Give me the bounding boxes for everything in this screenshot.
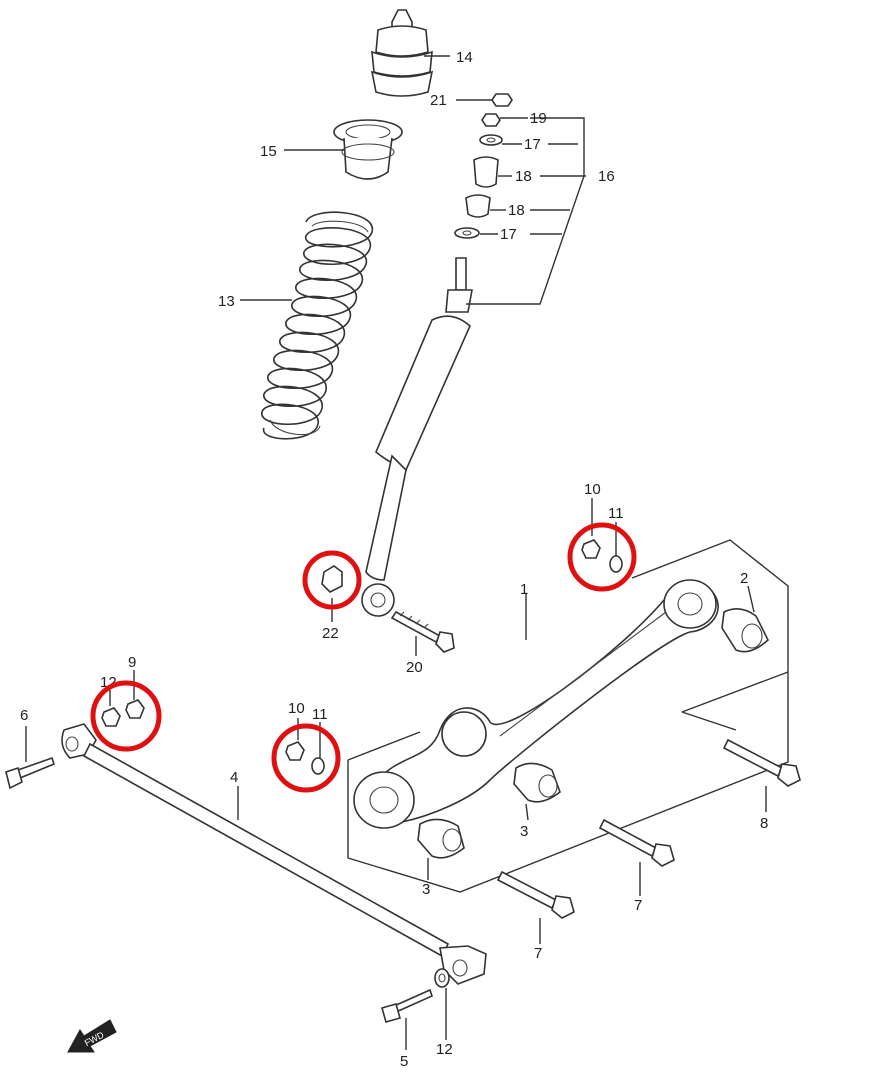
- callout-3-right: 3: [520, 823, 528, 840]
- highlight-circle-nut-22: [302, 550, 362, 610]
- callout-18-upper: 18: [515, 168, 532, 185]
- callout-11-left: 11: [312, 706, 328, 723]
- callout-6: 6: [20, 707, 28, 724]
- lateral-rod: [61, 723, 487, 985]
- highlighted-fasteners: [101, 539, 623, 775]
- bushings: [417, 608, 769, 859]
- callout-16: 16: [598, 168, 615, 185]
- callout-13: 13: [218, 293, 235, 310]
- callout-11-right: 11: [608, 505, 624, 522]
- callout-3-left: 3: [422, 881, 430, 898]
- spring-seat: [333, 119, 403, 180]
- callout-bracket-16: [466, 117, 586, 305]
- suspension-frame: [347, 539, 789, 893]
- callout-7-right: 7: [634, 897, 642, 914]
- shock-absorber: [361, 257, 473, 617]
- coil-spring: [261, 211, 373, 440]
- callout-4: 4: [230, 769, 238, 786]
- highlight-circle-nut-10-11-right: [567, 522, 637, 592]
- leader-lines: [25, 55, 767, 1050]
- callout-15: 15: [260, 143, 277, 160]
- upper-mount-parts: [454, 93, 513, 239]
- lateral-rod-fasteners: [5, 756, 450, 1023]
- callout-12-bottom: 12: [436, 1041, 453, 1058]
- callout-10-right: 10: [584, 481, 601, 498]
- highlight-circle-nut-10-11-left: [271, 723, 341, 793]
- callout-22: 22: [322, 625, 339, 642]
- callout-2: 2: [740, 570, 748, 587]
- callout-21: 21: [430, 92, 447, 109]
- callout-18-lower: 18: [508, 202, 525, 219]
- callout-5: 5: [400, 1053, 408, 1070]
- callout-1: 1: [520, 581, 528, 598]
- highlight-circle-nut-12-9: [90, 680, 162, 752]
- callout-9: 9: [128, 654, 136, 671]
- fwd-arrow-icon: FWD: [67, 1019, 117, 1053]
- callout-20: 20: [406, 659, 423, 676]
- callout-7-left: 7: [534, 945, 542, 962]
- callout-19: 19: [530, 110, 547, 127]
- callout-14: 14: [456, 49, 473, 66]
- callout-10-left: 10: [288, 700, 305, 717]
- callout-17-upper: 17: [524, 136, 541, 153]
- callout-8: 8: [760, 815, 768, 832]
- callout-17-lower: 17: [500, 226, 517, 243]
- control-arm: [353, 579, 719, 829]
- bump-stopper: [370, 9, 434, 97]
- bolts: [496, 738, 801, 919]
- bolt-20: [390, 610, 455, 653]
